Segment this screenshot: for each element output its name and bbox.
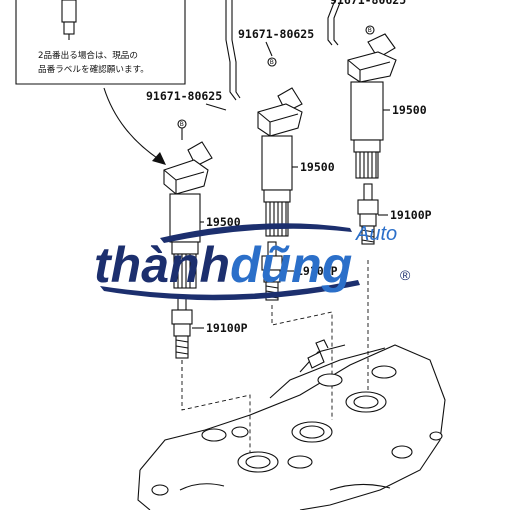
spark-plug-right	[357, 183, 379, 245]
watermark-brand-blue: dũng	[230, 237, 352, 293]
label-plug-mid: 19100P	[296, 264, 338, 278]
label-plug-right: 19100P	[390, 208, 432, 222]
watermark-sub: Auto	[355, 223, 397, 245]
ref-marker-right: B	[365, 25, 375, 35]
ref-marker-left: B	[177, 119, 187, 129]
watermark-swoosh-bottom	[100, 280, 360, 301]
cylinder-head-cover	[137, 339, 446, 510]
watermark-logo: thànhdũng Auto ®	[94, 223, 411, 301]
label-coil-left: 19500	[206, 215, 241, 229]
label-connector-mid: 91671-80625	[238, 27, 314, 41]
ref-marker-mid: B	[267, 57, 277, 67]
label-coil-mid: 19500	[300, 160, 335, 174]
label-connector-top-right: 91671-80625	[330, 0, 406, 7]
center-lines	[181, 260, 369, 455]
note-box: 2品番出る場合は、現品の 品番ラベルを確認願います。	[15, 0, 186, 85]
watermark-brand-dark: thành	[94, 237, 230, 293]
note-line-2: 品番ラベルを確認願います。	[38, 63, 149, 75]
watermark-brand: thànhdũng	[94, 237, 352, 293]
label-connector-left: 91671-80625	[146, 89, 222, 103]
ignition-coil-mid	[257, 87, 303, 237]
part-labels: 91671-80625 91671-80625 91671-80625 1950…	[146, 0, 432, 335]
note-line-1: 2品番出る場合は、現品の	[38, 49, 138, 61]
ref-marker-left-text: B	[180, 121, 184, 128]
ignition-coil-right	[347, 33, 397, 179]
watermark-swoosh-top	[160, 223, 352, 243]
ref-marker-right-text: B	[368, 27, 372, 34]
ignition-coil-left	[163, 141, 213, 289]
spark-plug-left	[171, 295, 193, 359]
ref-marker-mid-text: B	[270, 59, 274, 66]
label-coil-right: 19500	[392, 103, 427, 117]
harness-wires	[225, 0, 342, 101]
callout-arrow	[103, 87, 166, 165]
watermark-reg: ®	[400, 267, 411, 283]
label-plug-left: 19100P	[206, 321, 248, 335]
